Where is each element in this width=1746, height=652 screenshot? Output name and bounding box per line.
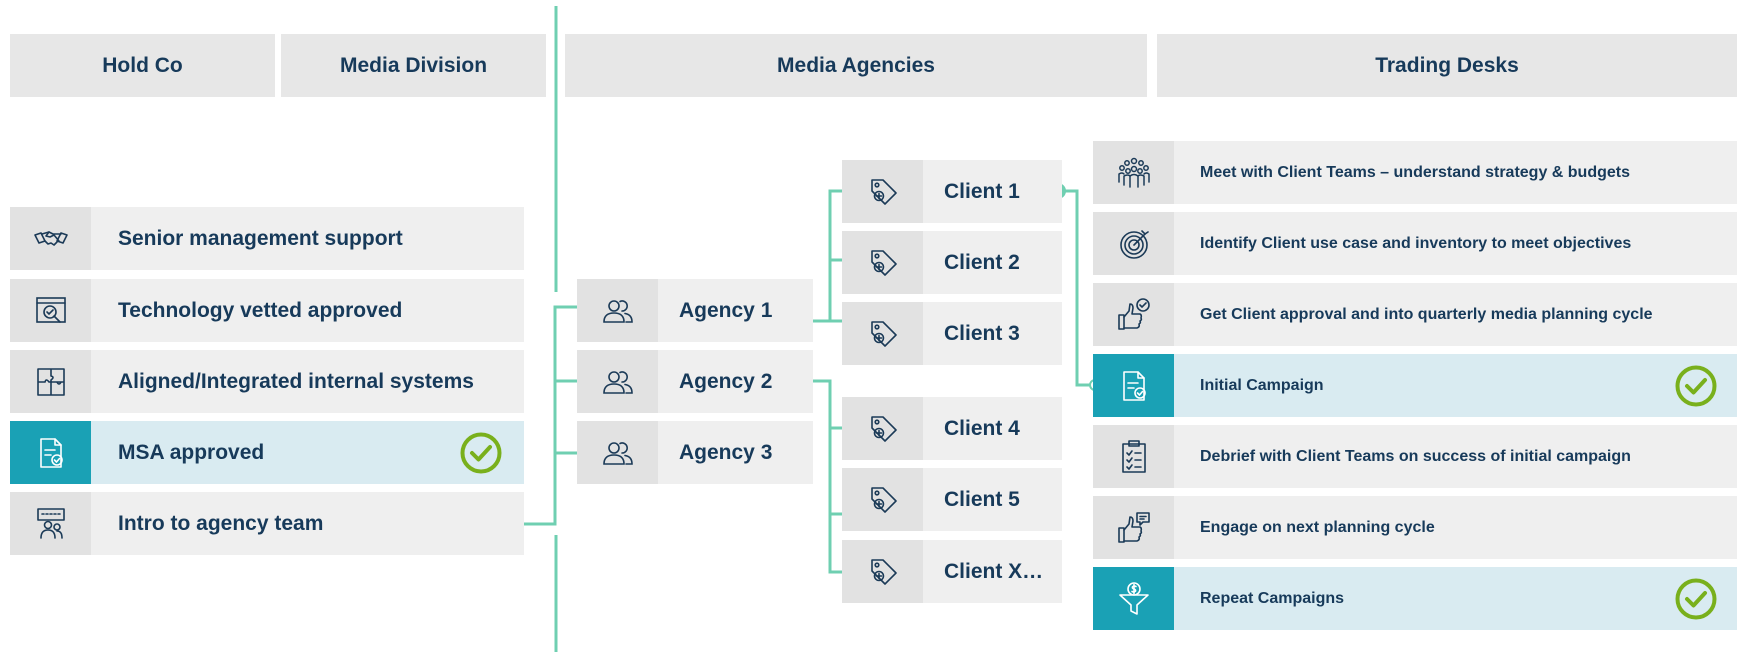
people-icon xyxy=(577,421,658,484)
client-label: Client X… xyxy=(944,559,1044,583)
client-item-2: Client 2 xyxy=(842,231,1062,294)
tag-icon xyxy=(842,160,923,223)
agency-label: Agency 2 xyxy=(679,369,773,393)
header-hold-co: Hold Co xyxy=(10,34,275,97)
client-label: Client 3 xyxy=(944,321,1020,345)
tag-icon xyxy=(842,397,923,460)
client-item-x: Client X… xyxy=(842,540,1062,603)
checkmark-icon xyxy=(1674,577,1718,621)
document-check-icon xyxy=(10,421,91,484)
hold-item-intro-agency: Intro to agency team xyxy=(10,492,524,555)
hold-item-label: Intro to agency team xyxy=(118,511,324,535)
client-item-5: Client 5 xyxy=(842,468,1062,531)
checkmark-icon xyxy=(1674,364,1718,408)
client-item-1: Client 1 xyxy=(842,160,1062,223)
hold-item-aligned-systems: Aligned/Integrated internal systems xyxy=(10,350,524,413)
client-label: Client 1 xyxy=(944,179,1020,203)
tag-icon xyxy=(842,231,923,294)
client-label: Client 4 xyxy=(944,416,1020,440)
trading-item-debrief: Debrief with Client Teams on success of … xyxy=(1093,425,1737,488)
trading-item-engage-next-cycle: Engage on next planning cycle xyxy=(1093,496,1737,559)
hold-item-label: Senior management support xyxy=(118,226,403,250)
hold-item-technology-vetted: Technology vetted approved xyxy=(10,279,524,342)
people-icon xyxy=(577,350,658,413)
tag-icon xyxy=(842,468,923,531)
client-label: Client 2 xyxy=(944,250,1020,274)
hold-item-label: Aligned/Integrated internal systems xyxy=(118,369,474,393)
client-item-4: Client 4 xyxy=(842,397,1062,460)
trading-item-initial-campaign: Initial Campaign xyxy=(1093,354,1737,417)
header-media-agencies: Media Agencies xyxy=(565,34,1147,97)
funnel-dollar-icon xyxy=(1093,567,1174,630)
trading-item-label: Repeat Campaigns xyxy=(1200,589,1345,607)
document-check-icon xyxy=(1093,354,1174,417)
people-icon xyxy=(577,279,658,342)
trading-item-label: Initial Campaign xyxy=(1200,376,1324,394)
header-media-division: Media Division xyxy=(281,34,546,97)
trading-item-repeat-campaigns: Repeat Campaigns xyxy=(1093,567,1737,630)
agency-item-2: Agency 2 xyxy=(577,350,813,413)
thumbs-up-chat-icon xyxy=(1093,496,1174,559)
puzzle-icon xyxy=(10,350,91,413)
hold-item-senior-management: Senior management support xyxy=(10,207,524,270)
header-trading-desks: Trading Desks xyxy=(1157,34,1737,97)
handshake-icon xyxy=(10,207,91,270)
agency-label: Agency 3 xyxy=(679,440,773,464)
trading-item-label: Get Client approval and into quarterly m… xyxy=(1200,305,1653,323)
presentation-icon xyxy=(10,492,91,555)
trading-item-label: Debrief with Client Teams on success of … xyxy=(1200,447,1631,465)
client-label: Client 5 xyxy=(944,487,1020,511)
hold-item-label: Technology vetted approved xyxy=(118,298,403,322)
client-item-3: Client 3 xyxy=(842,302,1062,365)
tag-icon xyxy=(842,302,923,365)
trading-item-label: Meet with Client Teams – understand stra… xyxy=(1200,163,1630,181)
checklist-icon xyxy=(1093,425,1174,488)
target-icon xyxy=(1093,212,1174,275)
thumbs-up-check-icon xyxy=(1093,283,1174,346)
trading-item-client-approval: Get Client approval and into quarterly m… xyxy=(1093,283,1737,346)
checkmark-icon xyxy=(459,431,503,475)
hold-item-msa-approved: MSA approved xyxy=(10,421,524,484)
trading-item-label: Engage on next planning cycle xyxy=(1200,518,1435,536)
hold-item-label: MSA approved xyxy=(118,440,265,464)
trading-item-meet-client-teams: Meet with Client Teams – understand stra… xyxy=(1093,141,1737,204)
tech-vetted-icon xyxy=(10,279,91,342)
agency-item-1: Agency 1 xyxy=(577,279,813,342)
trading-item-identify-use-case: Identify Client use case and inventory t… xyxy=(1093,212,1737,275)
team-icon xyxy=(1093,141,1174,204)
trading-item-label: Identify Client use case and inventory t… xyxy=(1200,234,1632,252)
tag-icon xyxy=(842,540,923,603)
agency-label: Agency 1 xyxy=(679,298,773,322)
agency-item-3: Agency 3 xyxy=(577,421,813,484)
